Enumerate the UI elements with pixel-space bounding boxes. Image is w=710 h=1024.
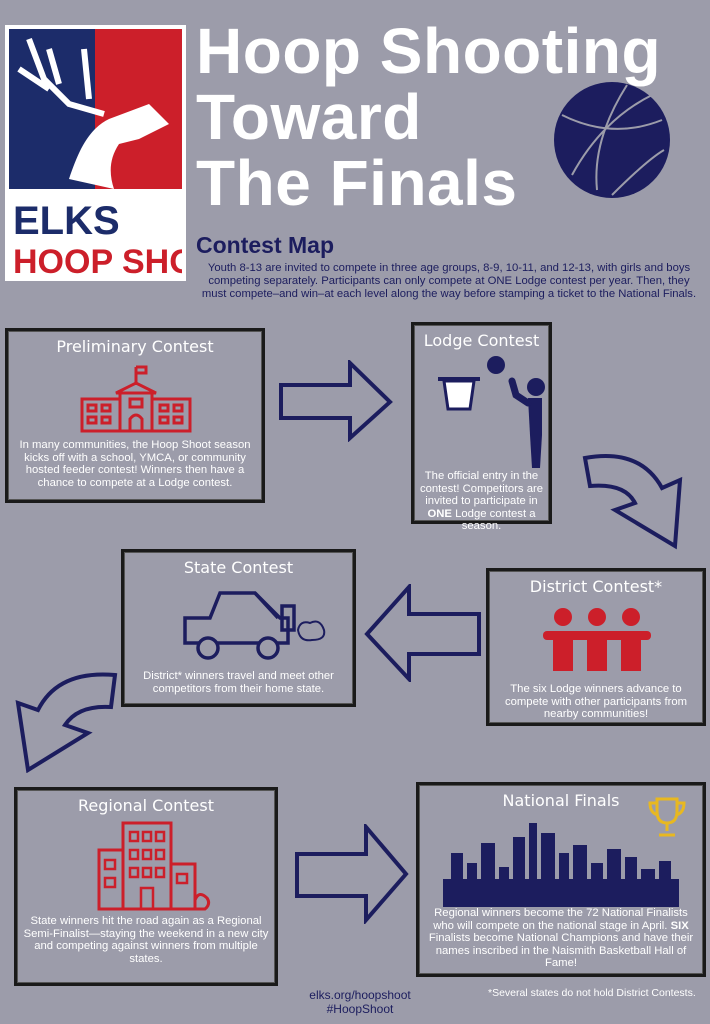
- city-buildings-icon: [97, 821, 211, 911]
- player-shooting-hoop-icon: [438, 356, 545, 468]
- preliminary-contest-card: Preliminary Contest In many communities,…: [5, 328, 265, 503]
- card-text: The six Lodge winners advance to compete…: [504, 683, 688, 720]
- school-building-icon: [80, 365, 192, 433]
- title-line-2: Toward: [196, 81, 422, 153]
- card-text: Regional winners become the 72 National …: [428, 907, 694, 969]
- district-footnote: *Several states do not hold District Con…: [488, 987, 696, 999]
- car-icon: [183, 591, 326, 660]
- arrow-curved-down-left-icon: [15, 672, 118, 773]
- subtitle: Contest Map: [196, 232, 334, 258]
- card-title: District Contest*: [529, 577, 663, 596]
- page-title: Hoop Shooting Toward The Finals: [196, 18, 706, 216]
- lodge-contest-card: Lodge Contest The official entry in the …: [411, 322, 552, 532]
- card-text: District* winners travel and meet other …: [143, 670, 334, 695]
- card-text: The official entry in the contest! Compe…: [419, 470, 544, 532]
- intro-text: Youth 8-13 are invited to compete in thr…: [201, 262, 697, 300]
- card-title: State Contest: [183, 558, 294, 577]
- national-finals-card: National Finals Regional winners become …: [416, 782, 706, 977]
- elks-hoop-shoot-logo: ELKS HOOP SHOOT: [5, 25, 243, 281]
- arrow-curved-down-right-icon: [582, 454, 683, 550]
- regional-contest-card: Regional Contest State winners hit the r…: [14, 787, 278, 986]
- state-contest-card: State Contest District* winners travel a…: [121, 549, 356, 707]
- card-title: Lodge Contest: [423, 331, 540, 350]
- city-skyline-icon: [443, 823, 679, 907]
- card-text: State winners hit the road again as a Re…: [23, 915, 269, 965]
- hashtag: #HoopShoot: [326, 1002, 394, 1016]
- card-title: Regional Contest: [78, 796, 214, 815]
- footer-links: elks.org/hoopshoot #HoopShoot: [290, 988, 430, 1016]
- basketball-icon: [554, 82, 670, 198]
- trophy-icon: [648, 797, 686, 837]
- card-title: Preliminary Contest: [56, 337, 214, 356]
- card-text: In many communities, the Hoop Shoot seas…: [19, 439, 251, 489]
- arrow-right-icon: [279, 360, 393, 442]
- card-title: National Finals: [502, 791, 620, 810]
- arrow-left-icon: [364, 584, 481, 682]
- title-line-1: Hoop Shooting: [196, 15, 662, 87]
- svg-text:HOOP SHOOT: HOOP SHOOT: [13, 243, 182, 277]
- svg-text:ELKS: ELKS: [13, 199, 120, 243]
- three-people-icon: [543, 608, 651, 671]
- arrow-right-icon: [295, 824, 409, 924]
- website-link[interactable]: elks.org/hoopshoot: [309, 988, 411, 1002]
- district-contest-card: District Contest* The six Lodge winners …: [486, 568, 706, 726]
- title-line-3: The Finals: [196, 147, 518, 219]
